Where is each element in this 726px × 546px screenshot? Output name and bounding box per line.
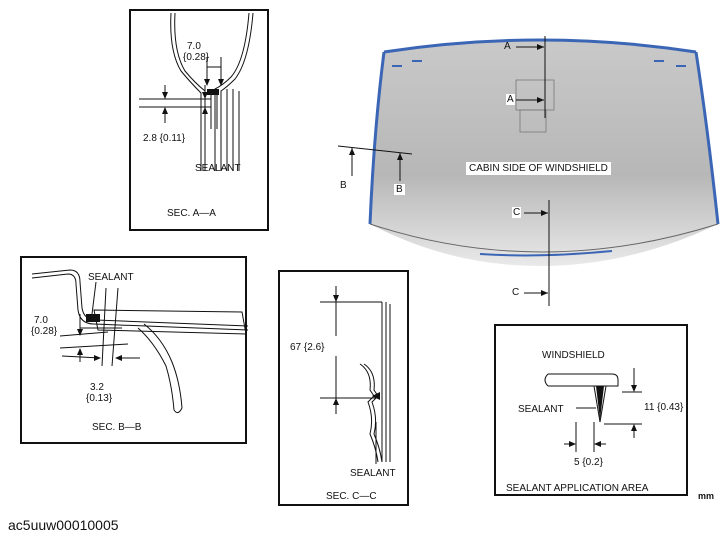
section-b-drawing xyxy=(31,269,249,414)
section-marker-a-top: A xyxy=(504,41,511,52)
dim-5: 5 {0.2} xyxy=(574,457,603,468)
figure-code: ac5uuw00010005 xyxy=(8,517,119,533)
sealant-area-caption: SEALANT APPLICATION AREA xyxy=(506,483,649,494)
section-marker-a-mid: A xyxy=(506,94,515,105)
section-a-caption: SEC. A—A xyxy=(167,208,216,219)
dim-0-28: {0.28} xyxy=(183,52,210,63)
windshield-label: WINDSHIELD xyxy=(542,350,605,361)
section-marker-b-left: B xyxy=(340,180,347,191)
section-c-panel: 67 {2.6} SEALANT SEC. C—C xyxy=(278,270,409,506)
section-marker-c-top: C xyxy=(512,207,522,218)
sealant-label: SEALANT xyxy=(518,404,564,415)
section-c-drawing xyxy=(320,286,391,464)
section-marker-c-bottom: C xyxy=(512,287,520,298)
section-a-drawing xyxy=(139,12,254,171)
windshield-view: A A B B CABIN SIDE OF WINDSHIELD C C xyxy=(330,30,726,310)
dim-3-2: 3.2 xyxy=(90,382,104,393)
unit-label: mm xyxy=(698,491,715,501)
sealant-label: SEALANT xyxy=(350,468,396,479)
section-marker-b-right: B xyxy=(394,184,405,195)
dim-2-8: 2.8 {0.11} xyxy=(143,133,186,144)
section-b-panel: SEALANT 7.0 {0.28} 3.2 {0.13} SEC. B—B xyxy=(20,256,249,444)
windshield-frame-right xyxy=(694,51,720,225)
lower-sealant-strip xyxy=(479,250,613,257)
cabin-side-label: CABIN SIDE OF WINDSHIELD xyxy=(466,162,611,175)
sealant-label: SEALANT xyxy=(195,163,241,174)
windshield-frame-top xyxy=(383,38,697,54)
windshield-glass xyxy=(370,40,718,266)
dim-7-0: 7.0 xyxy=(34,315,48,326)
sealant-label: SEALANT xyxy=(88,272,134,283)
dim-67: 67 {2.6} xyxy=(290,342,325,353)
windshield-frame-left xyxy=(368,51,386,225)
windshield-drawing xyxy=(337,36,720,306)
section-b-caption: SEC. B—B xyxy=(92,422,142,433)
section-a-panel: 7.0 {0.28} 2.8 {0.11} SEALANT SEC. A—A xyxy=(129,9,269,231)
sealant-area-drawing xyxy=(544,368,642,452)
dim-11: 11 {0.43} xyxy=(644,402,684,413)
dim-0-28: {0.28} xyxy=(31,326,58,337)
dim-7-0: 7.0 xyxy=(187,41,201,52)
windshield-bottom-edge xyxy=(369,223,719,253)
sealant-area-panel: WINDSHIELD SEALANT 11 {0.43} 5 {0.2} SEA… xyxy=(494,324,688,496)
section-c-caption: SEC. C—C xyxy=(326,491,377,502)
dim-0-13: {0.13} xyxy=(86,393,113,404)
